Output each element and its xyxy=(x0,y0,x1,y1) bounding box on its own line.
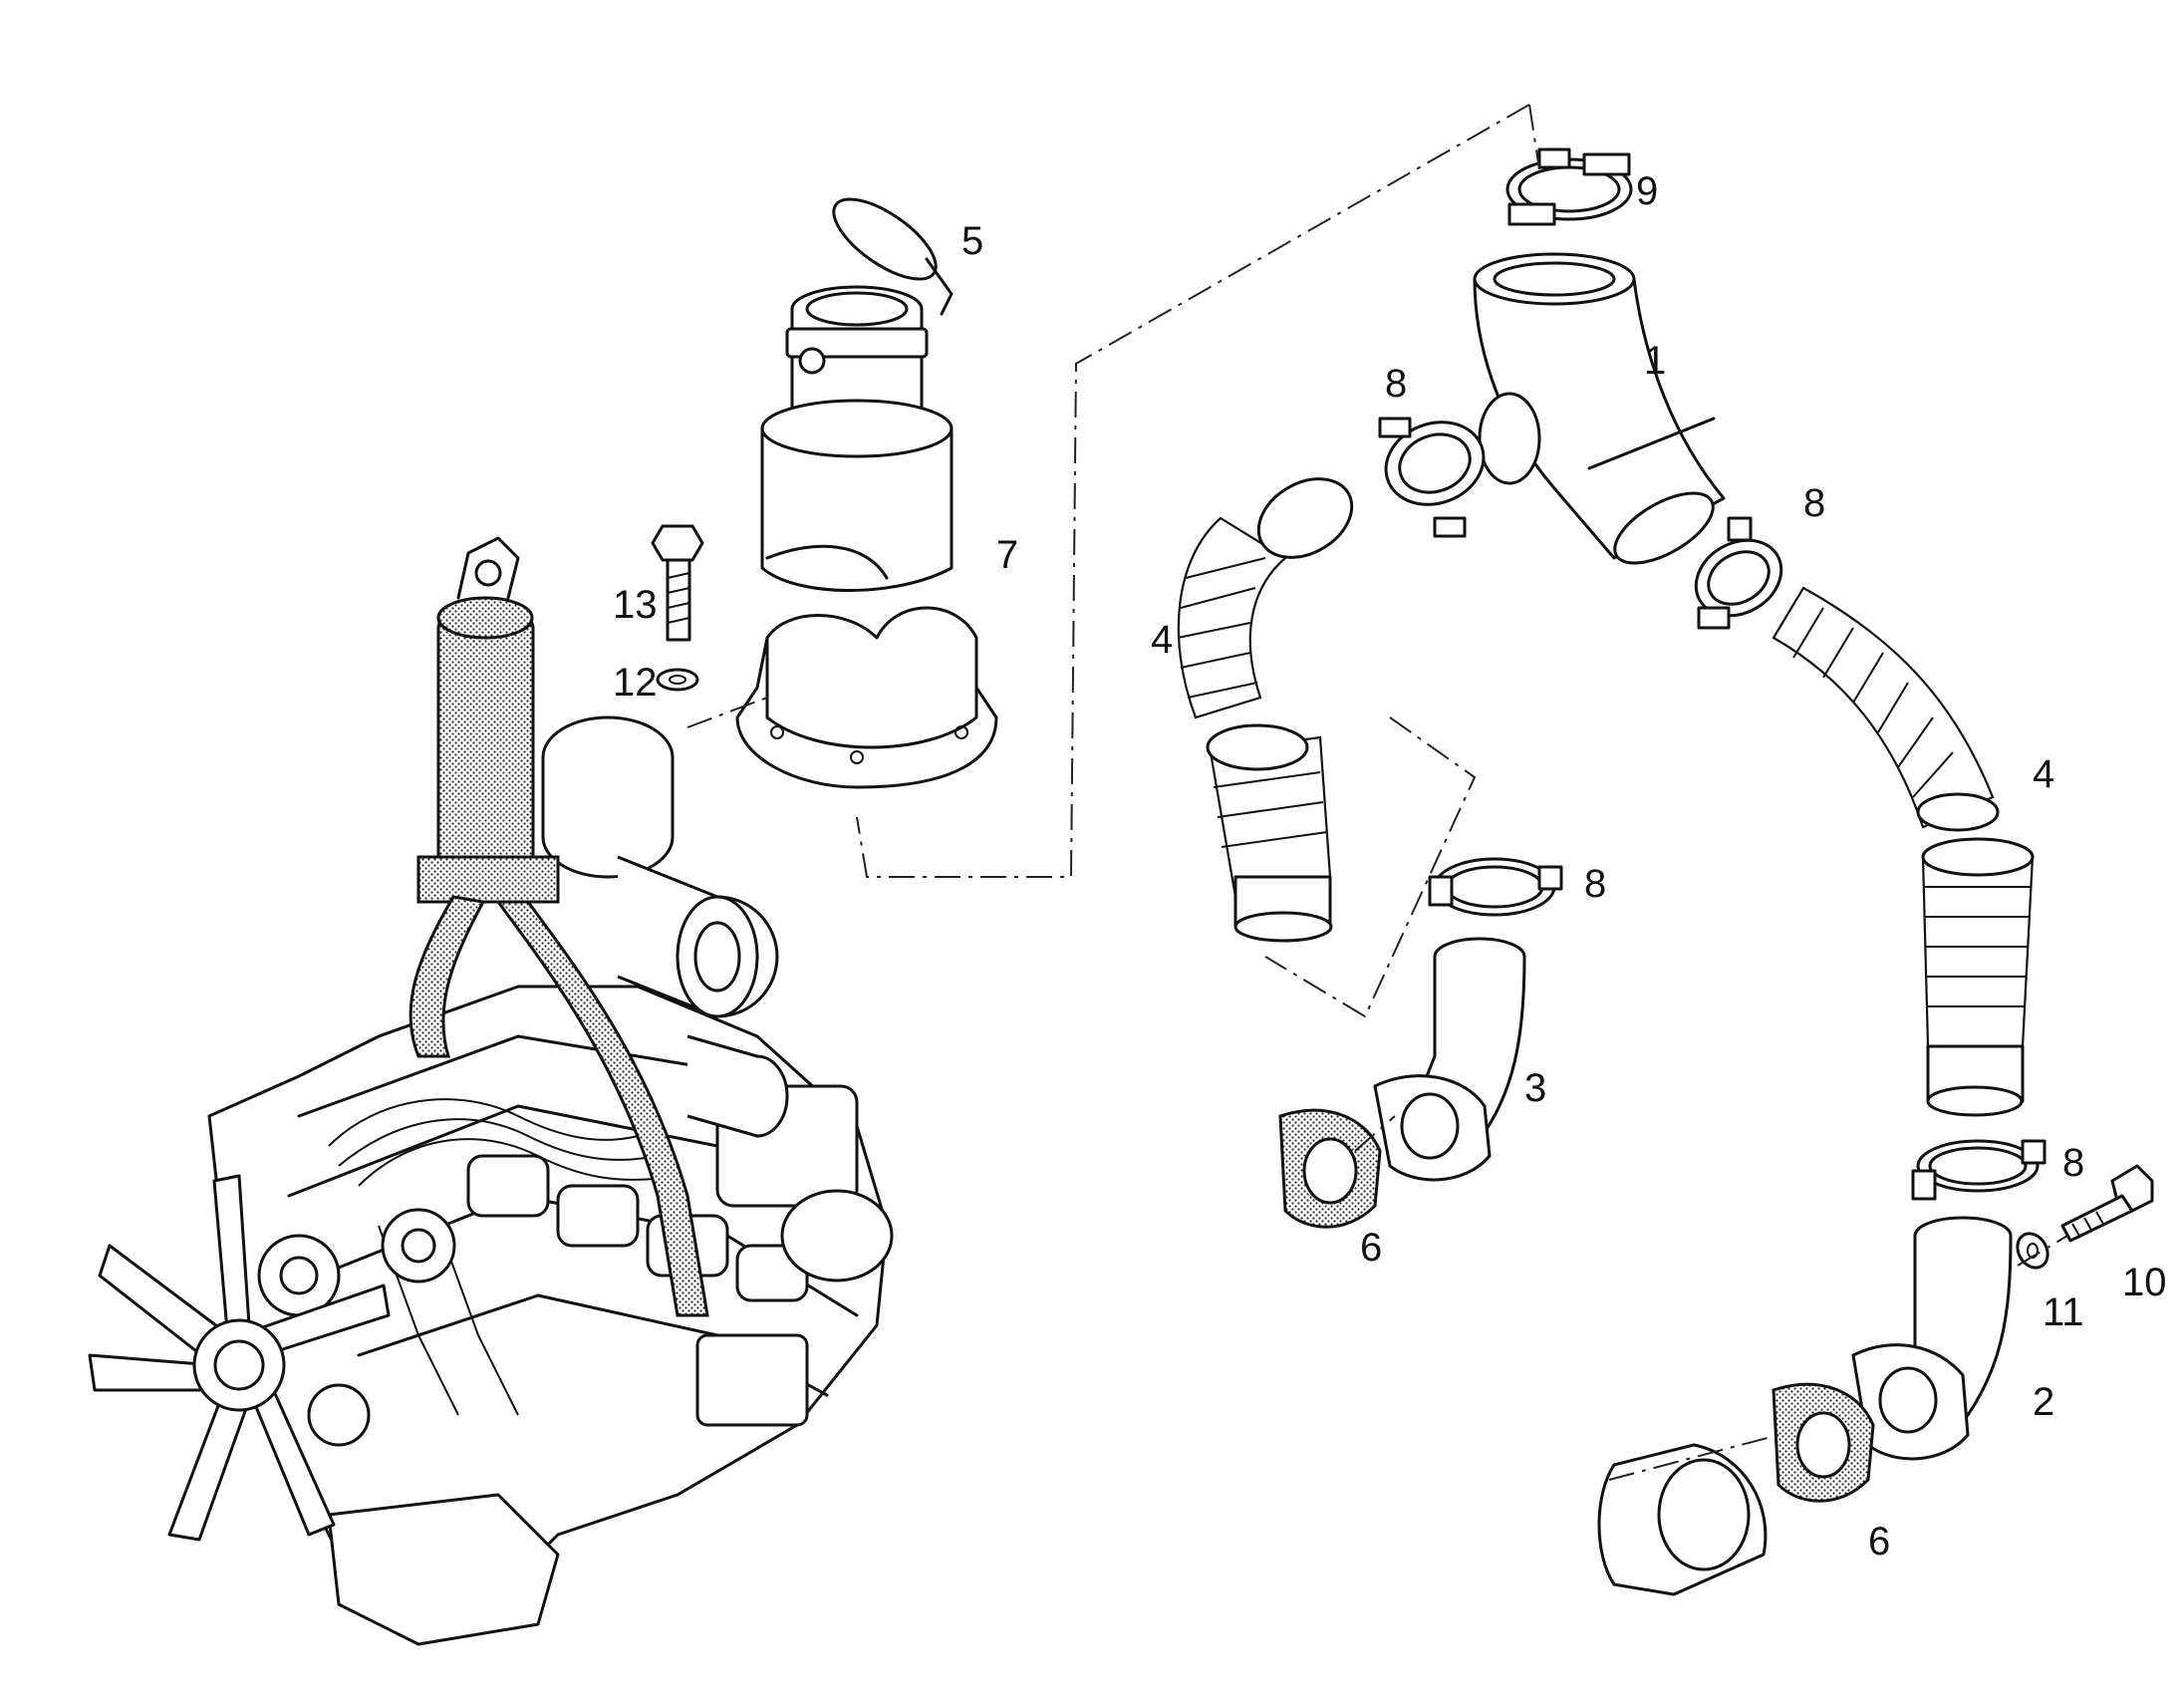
callout-10: 10 xyxy=(2122,1261,2167,1304)
callout-8-upper-right: 8 xyxy=(1803,481,1825,525)
callout-11: 11 xyxy=(2043,1290,2084,1334)
callout-8-lower: 8 xyxy=(2062,1141,2084,1185)
callout-2: 2 xyxy=(2033,1380,2054,1424)
callout-1: 1 xyxy=(1644,339,1666,383)
rain-cap-assembly xyxy=(651,197,998,789)
callout-9: 9 xyxy=(1636,169,1658,213)
exhaust-pipework xyxy=(1177,147,2154,1596)
leader-lines xyxy=(686,104,2068,1481)
callout-8-upper-left: 8 xyxy=(1385,362,1407,406)
fan xyxy=(88,1174,391,1542)
callout-7: 7 xyxy=(996,533,1018,577)
callout-labels: 1 2 3 4 4 5 6 6 7 8 8 8 8 9 10 11 12 13 xyxy=(613,169,2167,1564)
callout-3: 3 xyxy=(1524,1066,1546,1110)
callout-13: 13 xyxy=(613,583,658,627)
callout-4-right: 4 xyxy=(2033,752,2054,796)
callout-12: 12 xyxy=(613,661,658,705)
callout-8-middle: 8 xyxy=(1584,862,1606,906)
callout-4-left: 4 xyxy=(1151,618,1173,662)
callout-6-right: 6 xyxy=(1868,1520,1890,1564)
callout-6-left: 6 xyxy=(1360,1226,1382,1270)
callout-5: 5 xyxy=(961,219,983,263)
engine-assembly xyxy=(88,536,894,1646)
